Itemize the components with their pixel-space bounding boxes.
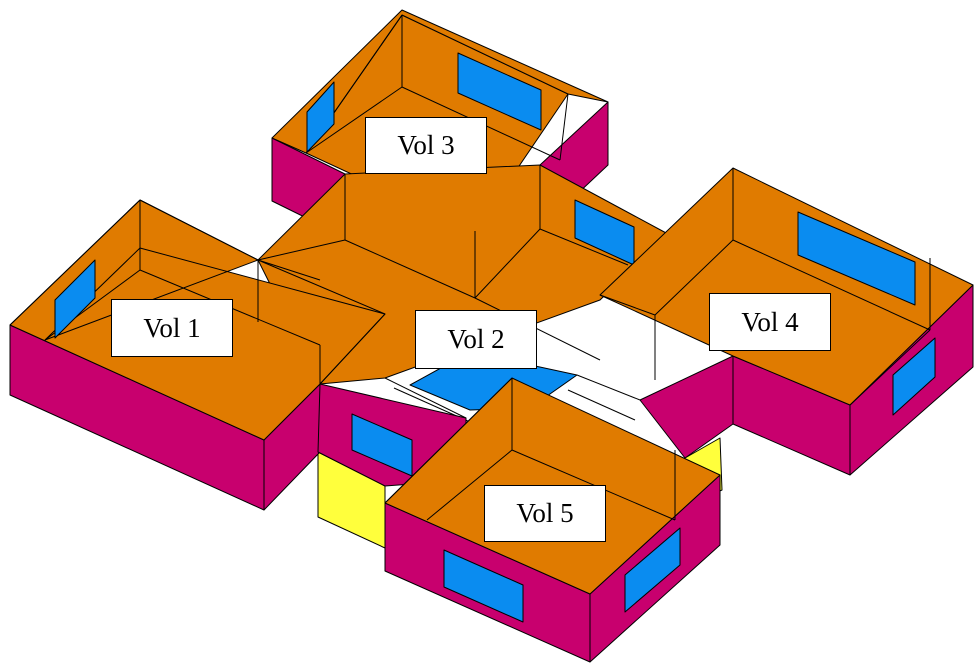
vol3-window-left [306,81,335,153]
vol4-window-back [797,211,916,306]
vol5-window-side [624,527,681,613]
vol4-exterior-left [639,355,734,459]
vol3-window-back [457,52,542,131]
vol4-label: Vol 4 [709,293,831,351]
vol3-label: Vol 3 [365,117,487,174]
vol5-label: Vol 5 [484,485,606,542]
vol4-block [599,167,974,476]
vol4-window-side [892,337,936,416]
vol1-label: Vol 1 [111,299,233,357]
vol5-window-front [443,549,524,623]
vol1-window-left [54,259,96,339]
vol2-label: Vol 2 [415,310,537,369]
